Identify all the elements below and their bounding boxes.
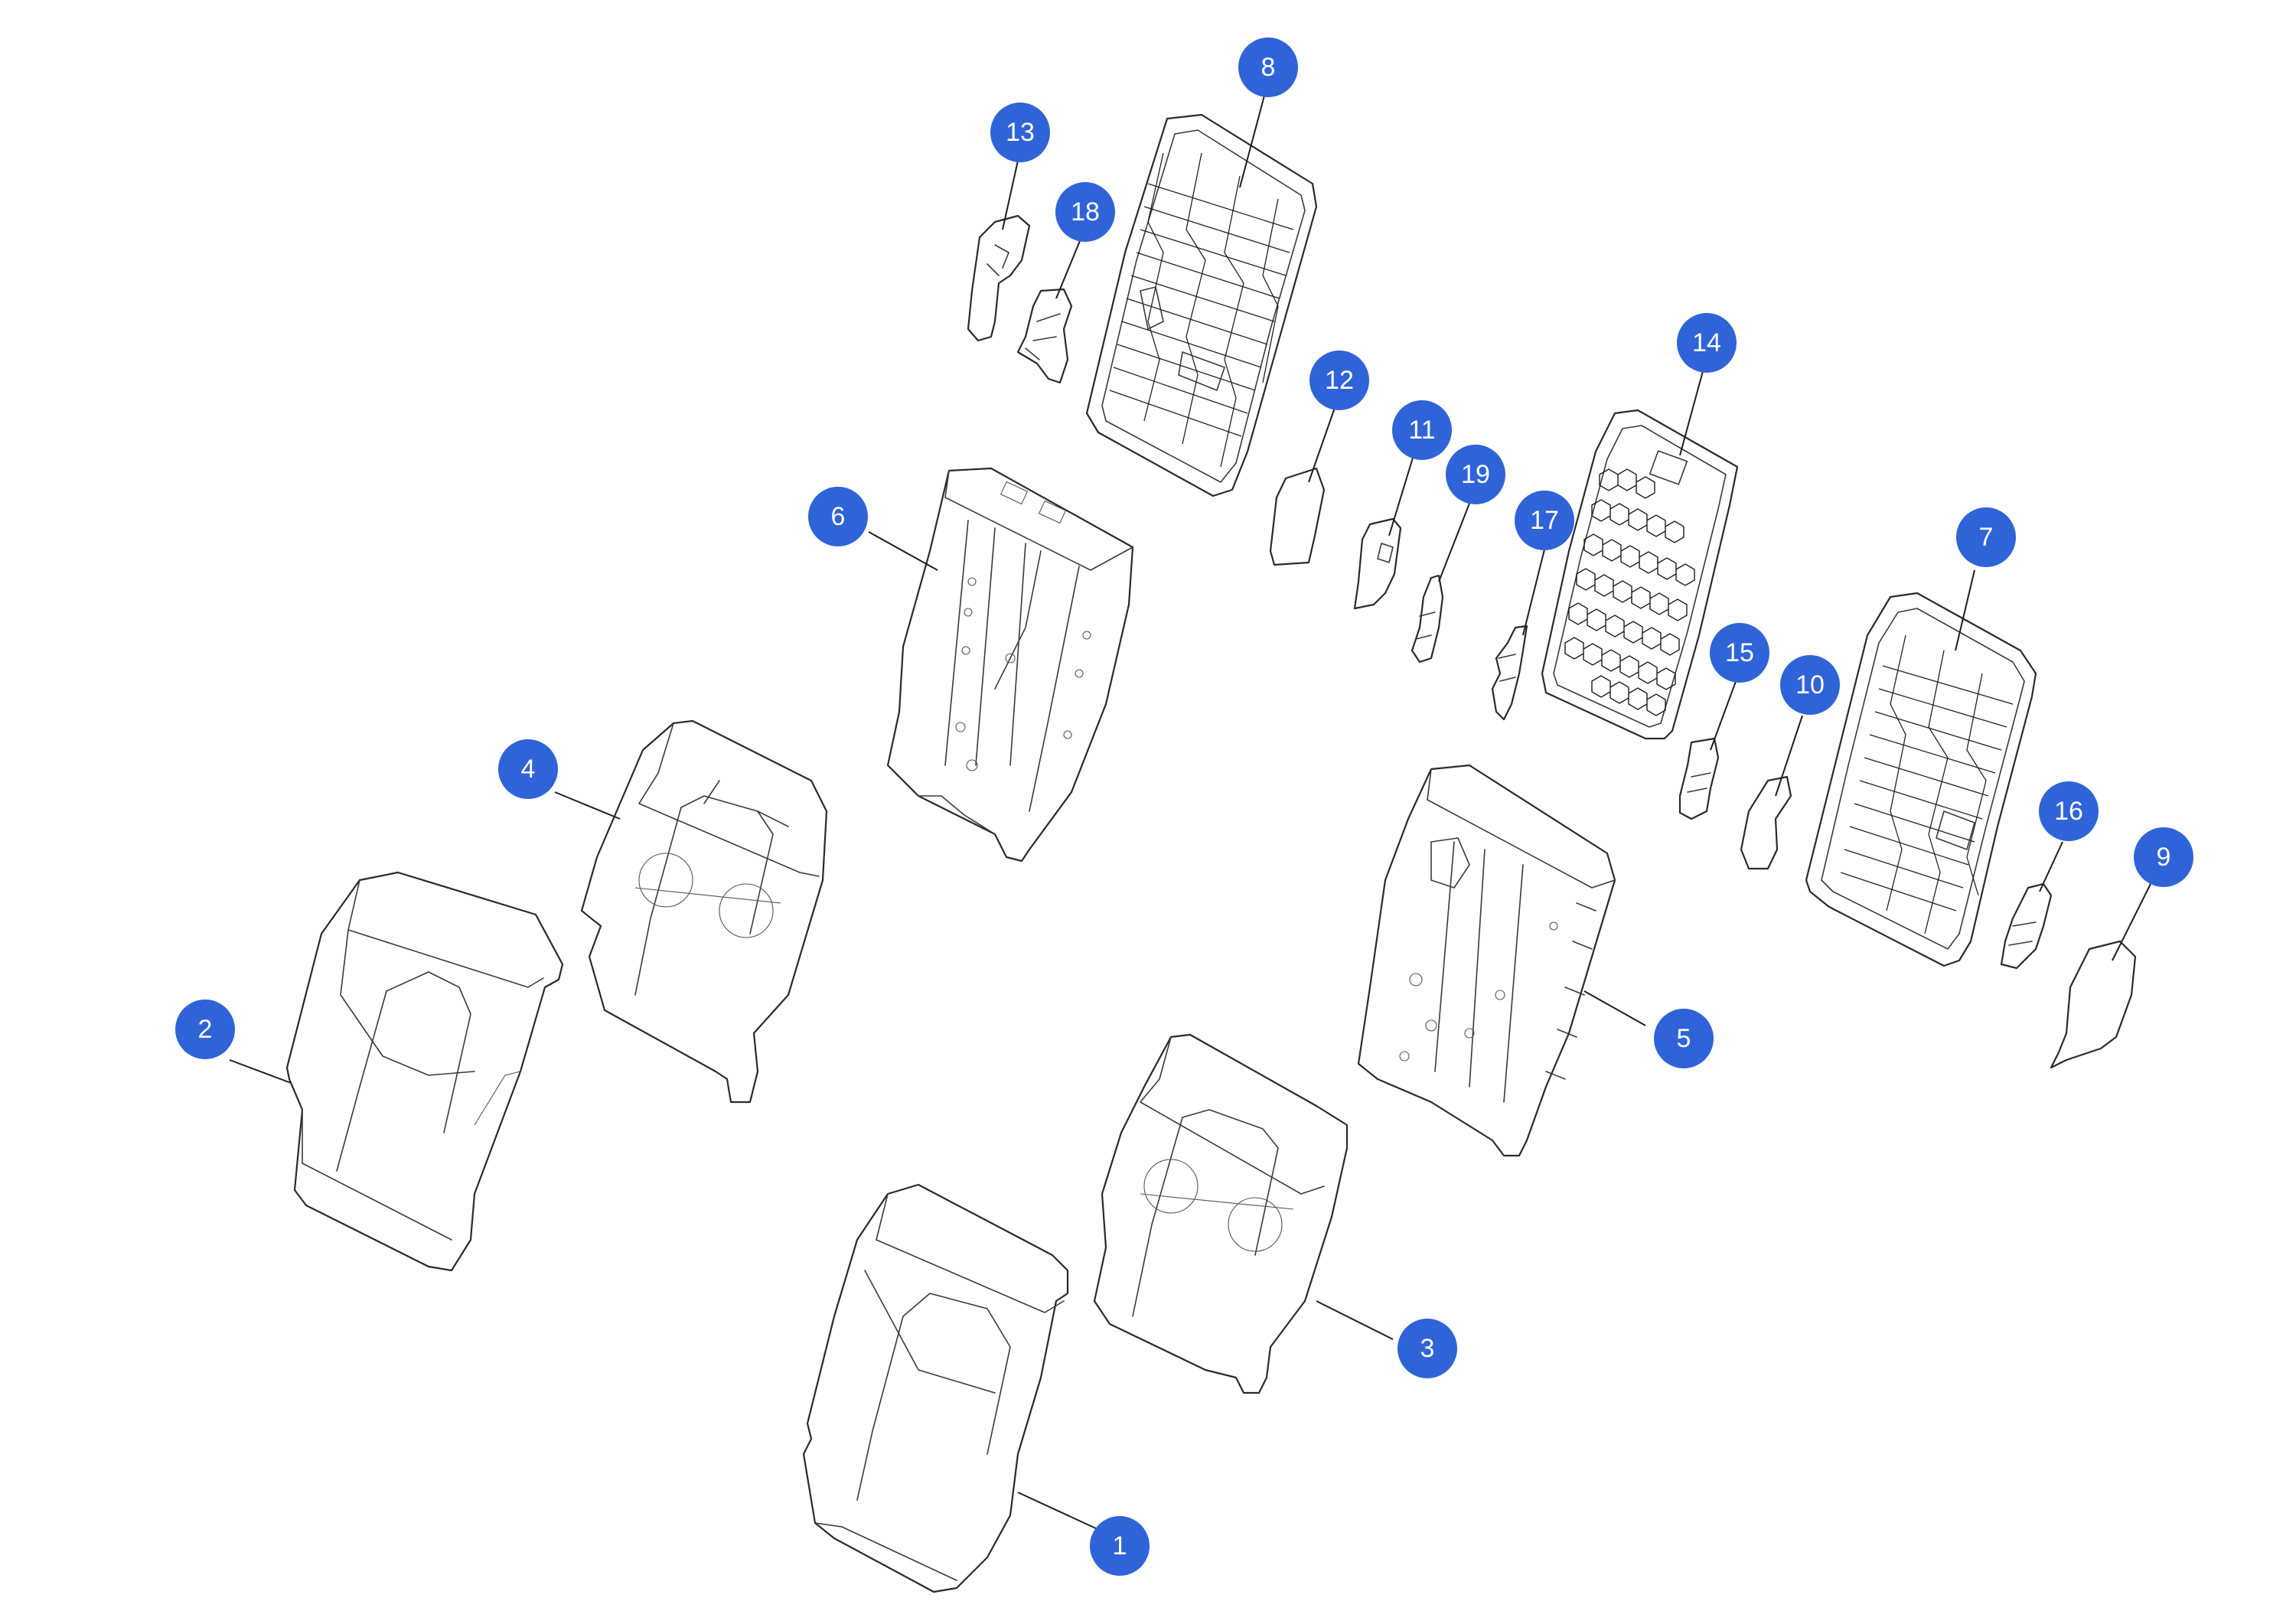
callout-label-4: 4 bbox=[521, 755, 536, 784]
leader-13 bbox=[1002, 160, 1019, 230]
leader-6 bbox=[868, 531, 938, 571]
callout-label-13: 13 bbox=[1006, 118, 1035, 147]
callout-label-14: 14 bbox=[1692, 328, 1721, 357]
part-17-bracket bbox=[1491, 624, 1528, 721]
part-12-trim-piece bbox=[1269, 467, 1326, 566]
callout-badge-19: 19 bbox=[1446, 445, 1505, 504]
callout-badge-7: 7 bbox=[1956, 507, 2016, 567]
leader-15 bbox=[1710, 677, 1738, 751]
leader-12 bbox=[1308, 405, 1336, 483]
part-7-backrest-panel-right bbox=[1805, 592, 2037, 967]
part-1-seat-cover-bottom bbox=[802, 1183, 1069, 1593]
part-4-backrest-cover-left bbox=[580, 719, 828, 1104]
leader-16 bbox=[2039, 841, 2063, 892]
callout-badge-16: 16 bbox=[2039, 781, 2099, 841]
callout-label-16: 16 bbox=[2054, 797, 2083, 826]
callout-badge-13: 13 bbox=[990, 103, 1050, 162]
callout-label-3: 3 bbox=[1420, 1334, 1435, 1363]
part-18-bracket bbox=[1016, 288, 1073, 384]
callout-label-2: 2 bbox=[198, 1015, 213, 1044]
part-5-backrest-frame-right bbox=[1357, 764, 1616, 1157]
callout-label-12: 12 bbox=[1325, 366, 1354, 395]
callout-label-11: 11 bbox=[1408, 416, 1435, 445]
callout-badge-17: 17 bbox=[1515, 491, 1574, 550]
leader-14 bbox=[1679, 370, 1704, 456]
callout-badge-11: 11 bbox=[1392, 400, 1452, 460]
callout-label-19: 19 bbox=[1461, 460, 1490, 489]
callout-badge-4: 4 bbox=[498, 739, 558, 799]
callout-badge-9: 9 bbox=[2134, 827, 2193, 887]
leader-10 bbox=[1775, 715, 1803, 797]
callout-badge-18: 18 bbox=[1055, 182, 1115, 242]
part-16-bracket bbox=[2000, 882, 2053, 970]
callout-label-15: 15 bbox=[1725, 638, 1754, 667]
callout-label-10: 10 bbox=[1795, 670, 1825, 699]
callout-badge-5: 5 bbox=[1654, 1009, 1714, 1068]
leader-17 bbox=[1522, 543, 1547, 636]
callout-badge-12: 12 bbox=[1309, 351, 1369, 410]
callout-label-17: 17 bbox=[1530, 506, 1559, 535]
callout-label-18: 18 bbox=[1071, 197, 1100, 227]
part-6-backrest-frame-left bbox=[886, 467, 1134, 863]
part-10-trim-piece bbox=[1740, 775, 1792, 870]
callout-label-9: 9 bbox=[2157, 843, 2171, 872]
part-15-trim-piece bbox=[1678, 737, 1720, 820]
callout-label-5: 5 bbox=[1677, 1024, 1691, 1053]
part-3-backrest-cover-right bbox=[1093, 1033, 1349, 1394]
callout-badge-14: 14 bbox=[1677, 313, 1737, 373]
callout-badge-6: 6 bbox=[808, 487, 868, 546]
callout-badge-10: 10 bbox=[1780, 655, 1840, 715]
callout-label-7: 7 bbox=[1979, 523, 1994, 552]
callout-label-1: 1 bbox=[1113, 1531, 1127, 1560]
leader-18 bbox=[1055, 233, 1084, 299]
callout-badge-2: 2 bbox=[175, 1000, 235, 1059]
callout-label-8: 8 bbox=[1261, 53, 1276, 82]
leader-2 bbox=[229, 1059, 292, 1084]
part-13-trim-cover bbox=[967, 214, 1031, 342]
callout-badge-15: 15 bbox=[1710, 623, 1769, 683]
part-11-trim-piece bbox=[1353, 517, 1402, 610]
leader-9 bbox=[2112, 883, 2151, 961]
part-9-armrest-trim bbox=[2050, 940, 2137, 1069]
part-14-mesh-panel bbox=[1541, 409, 1739, 740]
leader-8 bbox=[1239, 95, 1265, 188]
leader-11 bbox=[1388, 447, 1417, 536]
callout-label-6: 6 bbox=[831, 502, 846, 531]
part-19-bracket bbox=[1411, 574, 1444, 664]
part-8-backrest-panel-upper bbox=[1085, 113, 1318, 497]
part-2-seat-cover-left bbox=[285, 871, 564, 1272]
callout-badge-3: 3 bbox=[1397, 1319, 1457, 1378]
leader-7 bbox=[1955, 569, 1975, 651]
callout-badge-1: 1 bbox=[1090, 1516, 1150, 1576]
leader-19 bbox=[1438, 493, 1474, 582]
leader-4 bbox=[554, 791, 621, 820]
callout-badge-8: 8 bbox=[1238, 38, 1298, 97]
leader-5 bbox=[1583, 990, 1646, 1026]
leader-3 bbox=[1316, 1300, 1394, 1340]
